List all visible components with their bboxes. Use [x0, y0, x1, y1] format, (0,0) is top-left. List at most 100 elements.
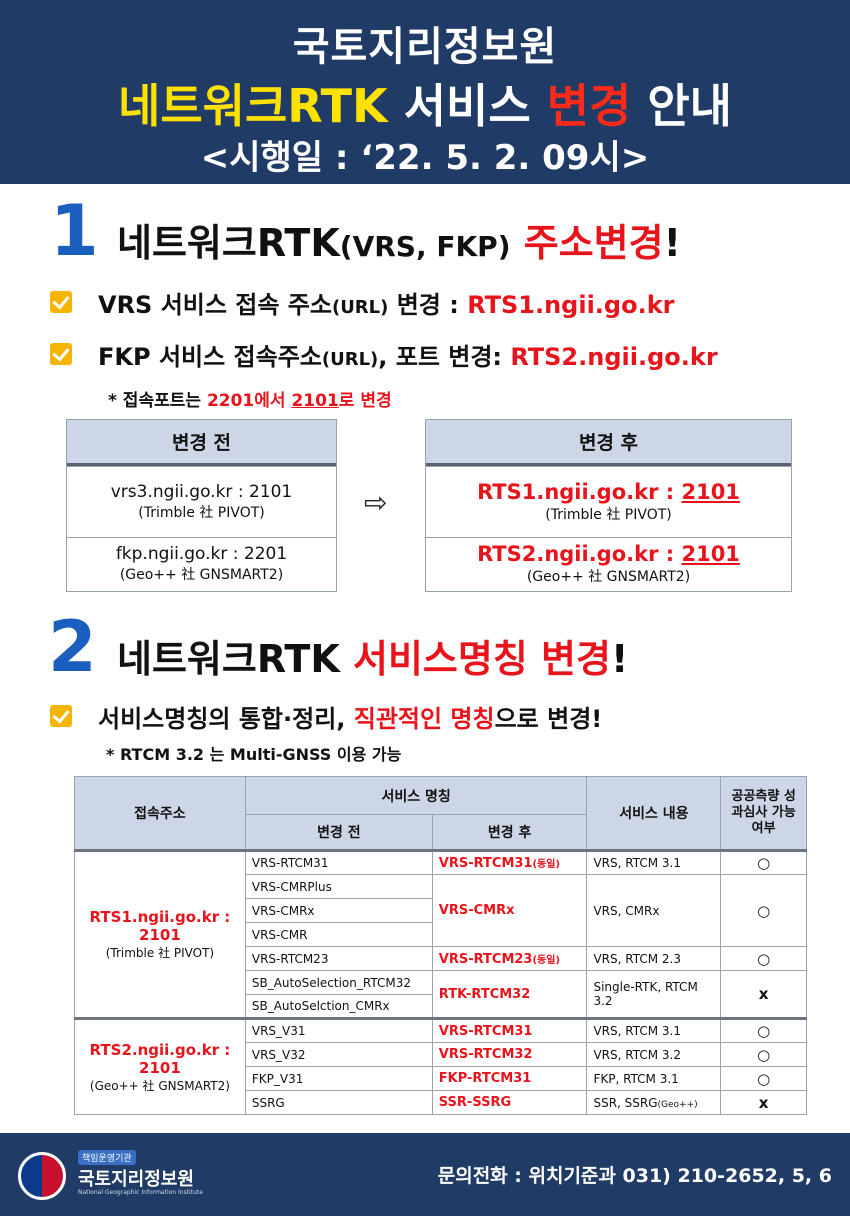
service-content: Single-RTK, RTCM 3.2: [586, 970, 722, 1019]
table-row: SSRG SSR-SSRG SSR, SSRG(Geo++) x: [75, 1090, 807, 1115]
vrs-bullet: VRS 서비스 접속 주소(URL) 변경 : RTS1.ngii.go.kr: [98, 285, 675, 320]
survey-ok: ○: [720, 874, 807, 947]
service-content: FKP, RTCM 3.1: [586, 1066, 722, 1091]
before-vrs-sub: (Trimble 社 PIVOT): [138, 505, 265, 521]
arrow-right-icon: ⇨: [364, 486, 388, 519]
section-1-title-a: 네트워크RTK: [117, 221, 340, 265]
service-content: VRS, RTCM 3.1: [586, 1017, 722, 1043]
group-rts1-host: RTS1.ngii.go.kr : 2101: [89, 908, 231, 944]
port-note-b: 2201에서: [206, 391, 292, 411]
before-name: VRS_V31: [244, 1017, 433, 1043]
after-name: SSR-SSRG: [431, 1090, 588, 1115]
table-header-row: 접속주소 서비스 명칭 서비스 내용 공공측량 성과심사 가능여부: [74, 776, 807, 851]
checkbox-icon: [50, 343, 72, 365]
before-fkp-host: fkp.ngii.go.kr : 2201: [115, 544, 288, 564]
fkp-bullet-a: FKP 서비스 접속주소: [98, 343, 322, 371]
before-name: SSRG: [244, 1090, 433, 1115]
after-name: VRS-RTCM31: [431, 1017, 588, 1043]
col-header-address: 접속주소: [74, 776, 246, 851]
port-note: * 접속포트는 2201에서 2101로 변경: [108, 386, 392, 411]
fkp-bullet-c: , 포트 변경:: [378, 343, 511, 371]
after-name: VRS-RTCM32: [431, 1042, 588, 1067]
checkbox-icon: [50, 291, 72, 313]
service-content: VRS, CMRx: [586, 874, 722, 947]
after-rts1-sub: (Trimble 社 PIVOT): [545, 507, 672, 523]
before-name: VRS-CMRx: [244, 898, 433, 923]
section-2-number: 2: [48, 606, 97, 688]
table-row: FKP_V31 FKP-RTCM31 FKP, RTCM 3.1 ○: [75, 1066, 807, 1091]
rename-bullet: 서비스명칭의 통합·정리, 직관적인 명칭으로 변경!: [98, 699, 602, 734]
group-rts1-address: RTS1.ngii.go.kr : 2101 (Trimble 社 PIVOT): [74, 849, 246, 1019]
footer: 책임운영기관 국토지리정보원 National Geographic Infor…: [0, 1133, 850, 1216]
before-name: SB_AutoSelection_RTCM32: [244, 970, 433, 995]
before-name: VRS-RTCM23: [244, 946, 433, 971]
col-header-before: 변경 전: [244, 814, 433, 851]
section-1-number: 1: [50, 190, 99, 272]
rename-bullet-a: 서비스명칭의 통합·정리,: [98, 705, 354, 733]
table-row: VRS-CMRPlus VRS-CMRx VRS, CMRx ○: [75, 874, 807, 947]
table-row: SB_AutoSelction_CMRx: [75, 994, 807, 1019]
col-header-service-name: 서비스 명칭: [244, 776, 588, 815]
after-name: VRS-RTCM31(동일): [431, 849, 588, 875]
vrs-bullet-c: 변경 :: [388, 291, 468, 319]
before-box: 변경 전 vrs3.ngii.go.kr : 2101 (Trimble 社 P…: [66, 419, 337, 592]
table-row: RTS1.ngii.go.kr : 2101 (Trimble 社 PIVOT)…: [74, 849, 807, 1019]
ngii-logo-icon: [18, 1152, 66, 1200]
fkp-bullet-b: (URL): [321, 349, 379, 370]
before-name: FKP_V31: [244, 1066, 433, 1091]
after-row-rts2: RTS2.ngii.go.kr : 2101 (Geo++ 社 GNSMART2…: [426, 537, 791, 590]
notice-title: 네트워크RTK 서비스 변경 안내: [0, 70, 850, 136]
section-2-title-a: 네트워크RTK: [117, 637, 353, 681]
survey-ok: ○: [720, 1066, 807, 1091]
after-name: VRS-RTCM23(동일): [431, 946, 588, 971]
survey-ok: ○: [720, 1017, 807, 1043]
group-rts2-sub: (Geo++ 社 GNSMART2): [89, 1078, 230, 1093]
service-content-tag: (Geo++): [657, 1099, 698, 1110]
service-name-table: 접속주소 서비스 명칭 서비스 내용 공공측량 성과심사 가능여부 변경 전 변…: [74, 776, 807, 1115]
vrs-bullet-a: VRS 서비스 접속 주소: [98, 291, 332, 319]
rename-bullet-b: 직관적인 명칭: [353, 705, 495, 733]
section-1-title-b: (VRS, FKP): [339, 230, 511, 263]
service-content-text: SSR, SSRG: [593, 1095, 658, 1110]
contact-phone: 문의전화 : 위치기준과 031) 210-2652, 5, 6: [437, 1165, 832, 1187]
group-rts2-host: RTS2.ngii.go.kr : 2101: [89, 1040, 231, 1077]
before-row-vrs: vrs3.ngii.go.kr : 2101 (Trimble 社 PIVOT): [67, 466, 336, 537]
rtcm-note: * RTCM 3.2 는 Multi-GNSS 이용 가능: [106, 745, 402, 764]
service-content: VRS, RTCM 2.3: [586, 946, 722, 971]
section-2-title-c: !: [610, 637, 629, 681]
port-note-a: * 접속포트는: [108, 391, 207, 411]
table-row: VRS-RTCM23 VRS-RTCM23(동일) VRS, RTCM 2.3 …: [75, 946, 807, 971]
table-row: SB_AutoSelection_RTCM32 RTK-RTCM32 Singl…: [75, 970, 807, 1019]
after-rts2-port: 2101: [681, 542, 740, 566]
before-name: VRS-RTCM31: [244, 849, 433, 875]
col-header-survey: 공공측량 성과심사 가능여부: [720, 776, 807, 851]
section-2-title-b: 서비스명칭 변경: [353, 637, 611, 681]
survey-ok: ○: [720, 849, 807, 875]
before-name: VRS_V32: [244, 1042, 433, 1067]
fkp-bullet: FKP 서비스 접속주소(URL), 포트 변경: RTS2.ngii.go.k…: [98, 337, 718, 372]
table-row: RTS2.ngii.go.kr : 2101 (Geo++ 社 GNSMART2…: [74, 1017, 807, 1115]
notice-title-rtk: 네트워크RTK: [118, 79, 388, 133]
before-name: VRS-CMRPlus: [244, 874, 433, 899]
table-row: VRS-CMRx: [75, 898, 807, 923]
col-header-after: 변경 후: [431, 814, 588, 851]
after-rts2-host-text: RTS2.ngii.go.kr :: [477, 542, 682, 566]
after-name-tag: (동일): [532, 859, 561, 870]
survey-ok: x: [720, 970, 807, 1019]
after-name: VRS-CMRx: [431, 874, 588, 947]
port-note-c: 2101: [291, 391, 339, 411]
before-row-fkp: fkp.ngii.go.kr : 2201 (Geo++ 社 GNSMART2): [67, 537, 336, 590]
after-name: FKP-RTCM31: [431, 1066, 588, 1091]
footer-org-name: 국토지리정보원: [78, 1169, 194, 1190]
vrs-bullet-url: RTS1.ngii.go.kr: [467, 291, 675, 319]
after-rts2-host: RTS2.ngii.go.kr : 2101: [477, 542, 740, 566]
notice-title-service: 서비스: [387, 79, 547, 133]
service-content: SSR, SSRG(Geo++): [586, 1090, 722, 1115]
before-name: VRS-CMR: [244, 922, 433, 947]
after-box: 변경 후 RTS1.ngii.go.kr : 2101 (Trimble 社 P…: [425, 419, 792, 592]
after-name-text: VRS-RTCM23: [438, 951, 533, 967]
survey-ok: ○: [720, 1042, 807, 1067]
fkp-bullet-url: RTS2.ngii.go.kr: [510, 343, 718, 371]
agency-badge: 책임운영기관: [78, 1150, 136, 1165]
table-row: VRS_V32 VRS-RTCM32 VRS, RTCM 3.2 ○: [75, 1042, 807, 1067]
